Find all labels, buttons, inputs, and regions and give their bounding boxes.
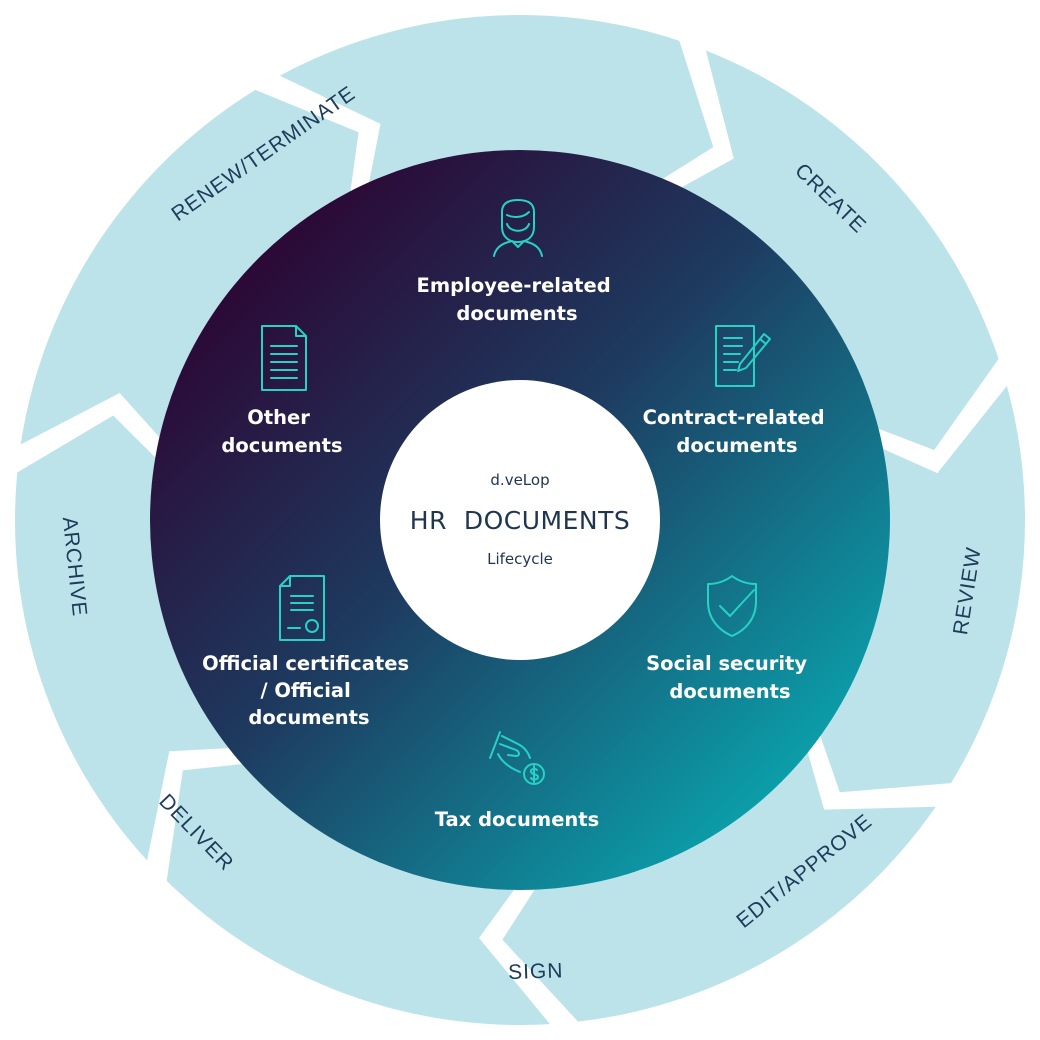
- lifecycle-ring: [14, 15, 1025, 1025]
- center-title: HR DOCUMENTS: [410, 506, 630, 535]
- center-circle: [380, 380, 660, 660]
- certificate-icon: [279, 575, 325, 641]
- brand-logo: d.veLop: [490, 471, 549, 489]
- category-contract-related-documents: Contract-related documents: [643, 406, 832, 457]
- ring-segment-deliver: [14, 415, 273, 861]
- category-social-security-documents: Social security documents: [646, 652, 814, 703]
- shield-check-icon: [707, 575, 757, 637]
- category-official-certificates-documents: Official certificates / Official documen…: [202, 652, 416, 729]
- ring-segment-create: [643, 50, 999, 450]
- category-other-documents: Other documents: [221, 406, 342, 457]
- ring-segment-sign: [166, 759, 550, 1025]
- person-icon: [493, 199, 543, 257]
- category-employee-related-documents: Employee-related documents: [417, 274, 618, 325]
- category-tax-documents: Tax documents: [435, 808, 599, 831]
- contract-pen-icon: [715, 325, 771, 387]
- ring-label-sign: SIGN: [508, 959, 564, 984]
- center-subtitle: Lifecycle: [487, 550, 553, 568]
- document-icon: [261, 325, 307, 391]
- ring-segment-edit-approve: [502, 710, 936, 1022]
- ring-segment-archive: [20, 89, 359, 470]
- hand-coin-icon: [489, 731, 545, 785]
